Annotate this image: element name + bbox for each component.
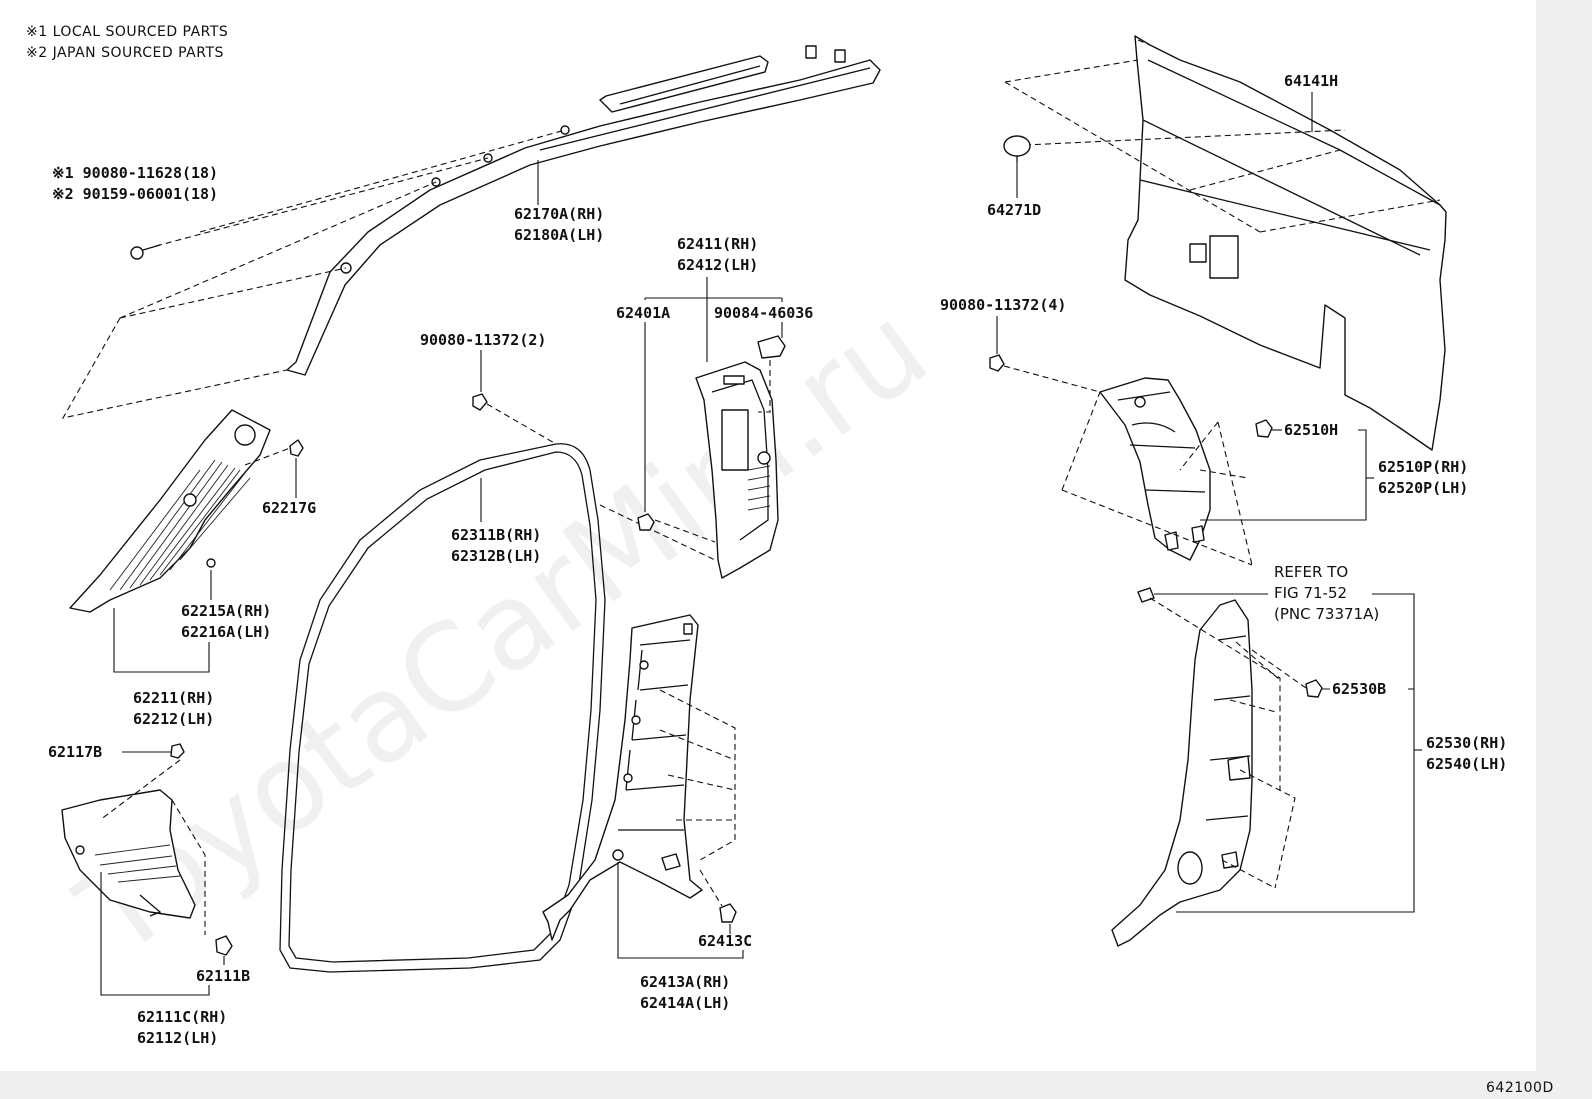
clip-62215a	[206, 558, 216, 568]
label-62413a: 62413A(RH)	[640, 973, 730, 991]
label-90084: 90084-46036	[714, 304, 813, 322]
label-62111c: 62111C(RH)	[137, 1008, 227, 1026]
clip-refer	[1137, 587, 1155, 603]
note-local-sourced: ※1 LOCAL SOURCED PARTS	[26, 24, 228, 40]
label-62530b: 62530B	[1332, 680, 1386, 698]
clip-62217g	[289, 439, 304, 457]
label-bolt-1: ※1 90080-11628(18)	[52, 164, 218, 182]
label-refer-to: REFER TO	[1274, 563, 1348, 581]
clip-62530b	[1305, 679, 1323, 698]
clip-62401a	[637, 513, 655, 531]
label-62414a: 62414A(LH)	[640, 994, 730, 1012]
label-62215a: 62215A(RH)	[181, 602, 271, 620]
bolt-icon	[130, 244, 161, 260]
label-62540: 62540(LH)	[1426, 755, 1507, 773]
label-62170a: 62170A(RH)	[514, 205, 604, 223]
label-62520p: 62520P(LH)	[1378, 479, 1468, 497]
bolt-icon	[989, 354, 1005, 372]
clip-64271d	[1003, 135, 1031, 162]
clip-62117b	[170, 743, 185, 759]
label-62530: 62530(RH)	[1426, 734, 1507, 752]
label-62411: 62411(RH)	[677, 235, 758, 253]
bottom-margin-strip	[0, 1071, 1592, 1099]
label-bolt-2: ※2 90159-06001(18)	[52, 185, 218, 203]
label-62117b: 62117B	[48, 743, 102, 761]
label-64141h: 64141H	[1284, 72, 1338, 90]
part-door-opening-weatherstrip	[279, 443, 606, 973]
right-margin-strip	[1536, 0, 1592, 1071]
part-quarter-trim-lower	[1111, 599, 1253, 947]
bolt-icon	[472, 393, 488, 411]
label-62510h: 62510H	[1284, 421, 1338, 439]
note-japan-sourced: ※2 JAPAN SOURCED PARTS	[26, 45, 224, 61]
label-62212: 62212(LH)	[133, 710, 214, 728]
label-refer-fig: FIG 71-52	[1274, 584, 1347, 602]
clip-62111b	[215, 935, 233, 956]
label-62217g: 62217G	[262, 499, 316, 517]
label-64271d: 64271D	[987, 201, 1041, 219]
label-62412: 62412(LH)	[677, 256, 758, 274]
clip-62510h	[1255, 419, 1273, 438]
label-62413c: 62413C	[698, 932, 752, 950]
figure-id: 642100D	[1486, 1080, 1554, 1096]
label-62211: 62211(RH)	[133, 689, 214, 707]
part-curtain-shield-airbag	[286, 45, 881, 376]
label-62111b: 62111B	[196, 967, 250, 985]
label-62180a: 62180A(LH)	[514, 226, 604, 244]
label-62510p: 62510P(RH)	[1378, 458, 1468, 476]
part-center-pillar-lower-garnish	[542, 614, 703, 941]
clip-62413c	[719, 903, 737, 923]
part-center-pillar-upper-garnish	[695, 361, 779, 579]
label-90080-4: 90080-11372(4)	[940, 296, 1066, 314]
label-62311b: 62311B(RH)	[451, 526, 541, 544]
part-back-panel-trim-board	[1124, 35, 1447, 451]
label-62401a: 62401A	[616, 304, 670, 322]
label-62216a: 62216A(LH)	[181, 623, 271, 641]
part-cowl-side-trim	[61, 789, 196, 919]
part-quarter-trim-upper	[1099, 377, 1211, 561]
label-62112: 62112(LH)	[137, 1029, 218, 1047]
label-62312b: 62312B(LH)	[451, 547, 541, 565]
label-refer-pnc: (PNC 73371A)	[1274, 605, 1379, 623]
label-90080-2: 90080-11372(2)	[420, 331, 546, 349]
part-front-pillar-garnish	[69, 409, 271, 613]
clip-90084	[757, 335, 786, 359]
